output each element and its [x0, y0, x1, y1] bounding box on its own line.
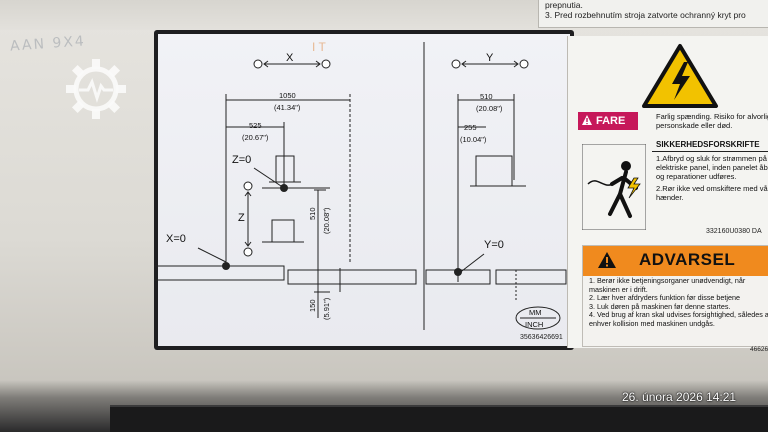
- plate-part-number: 35636426691: [520, 334, 563, 341]
- advarsel-item-3: 3. Luk døren på maskinen før denne start…: [589, 301, 731, 311]
- fare-label: FARE: [596, 115, 626, 127]
- dim-510-y-inch: (20.08"): [476, 104, 503, 113]
- handwritten-mark: I T: [312, 40, 326, 54]
- x-zero-label: X=0: [166, 233, 186, 245]
- safety-step-2: 2.Rør ikke ved omskiftere med våde hænde…: [656, 184, 768, 202]
- dim-1050: 1050: [279, 91, 296, 100]
- dim-255-inch: (10.04"): [460, 135, 487, 144]
- top-note-line2: 3. Pred rozbehnutím stroja zatvorte ochr…: [545, 10, 746, 20]
- y-zero-label: Y=0: [484, 239, 504, 251]
- machine-bottom-rail: [110, 405, 768, 432]
- dim-150: 150: [308, 299, 317, 312]
- fare-banner: FARE: [578, 112, 638, 130]
- electric-shock-figure-icon: [582, 144, 646, 230]
- gear-pulse-watermark-icon: [66, 59, 126, 119]
- fare-description: Farlig spænding. Risiko for alvorlig per…: [656, 112, 768, 130]
- dim-150-inch: (5.91"): [322, 297, 331, 320]
- warning-part-number: 332160U0380 DA: [706, 228, 762, 235]
- dim-1050-inch: (41.34"): [274, 103, 301, 112]
- high-voltage-warning-icon: [642, 44, 718, 108]
- advarsel-sticker: ADVARSEL 1. Berør ikke betjeningsorganer…: [582, 245, 768, 347]
- y-axis-label: Y: [486, 52, 494, 64]
- advarsel-item-4: 4. Ved brug af kran skal udvises forsigh…: [589, 310, 768, 328]
- axis-drawing: [154, 42, 567, 330]
- safety-steps: 1.Afbryd og sluk for strømmen på det ele…: [656, 154, 768, 205]
- warning-triangle-icon: [598, 252, 616, 268]
- units-inch: INCH: [525, 320, 544, 329]
- dim-525-inch: (20.67"): [242, 133, 269, 142]
- units-mm: MM: [529, 308, 542, 317]
- plate-face: [158, 34, 570, 346]
- exclamation-triangle-icon: [582, 115, 592, 125]
- advarsel-banner: ADVARSEL: [583, 246, 768, 276]
- top-instruction-sticker: prepnutia. 3. Pred rozbehnutím stroja za…: [538, 0, 768, 28]
- dim-525: 525: [249, 121, 262, 130]
- advarsel-list: 1. Berør ikke betjeningsorganer unødvend…: [589, 276, 768, 328]
- dim-510-y: 510: [480, 92, 493, 101]
- dim-255: 255: [464, 123, 477, 132]
- safety-step-1: 1.Afbryd og sluk for strømmen på det ele…: [656, 154, 768, 181]
- axis-diagram-plate: I T X Y Z 1050 (41.34") 525 (20.67") 510…: [154, 30, 574, 350]
- z-axis-label: Z: [238, 212, 245, 224]
- divider: [652, 151, 768, 152]
- photo-timestamp: 26. února 2026 14:21: [622, 390, 737, 404]
- marker-scribble: AAN 9X4: [9, 33, 87, 55]
- cabinet-top: [0, 0, 560, 30]
- z-zero-label: Z=0: [232, 154, 252, 166]
- advarsel-part-number: 46626: [750, 346, 768, 353]
- advarsel-item-1: 1. Berør ikke betjeningsorganer unødvend…: [589, 276, 746, 294]
- advarsel-title: ADVARSEL: [639, 250, 736, 269]
- top-note-line1: prepnutia.: [545, 0, 583, 10]
- x-axis-label: X: [286, 52, 294, 64]
- safety-rules-title: SIKKERHEDSFORSKRIFTE: [656, 140, 760, 149]
- dim-510-z: 510: [308, 207, 317, 220]
- advarsel-item-2: 2. Lær hver afdryders funktion før disse…: [589, 293, 741, 302]
- dim-510-z-inch: (20.08"): [322, 207, 331, 234]
